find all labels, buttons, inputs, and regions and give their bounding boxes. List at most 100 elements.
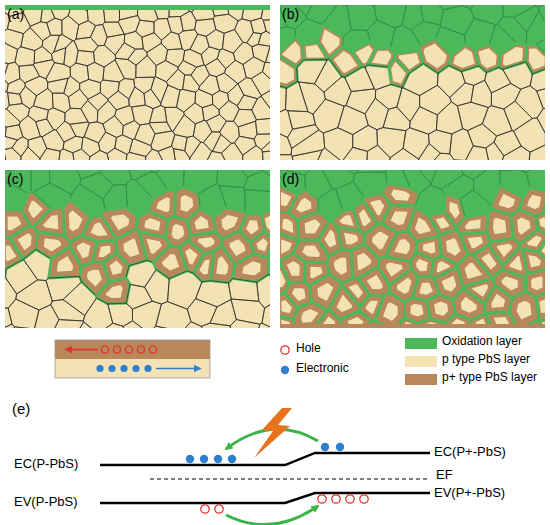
hole-symbol (149, 346, 156, 353)
grain-boundary (212, 134, 231, 153)
grain-core (391, 189, 410, 200)
grain-boundary (460, 232, 491, 255)
energy-level-label: EC(P-PbS) (14, 457, 78, 472)
grain-core (397, 278, 412, 294)
hole-symbol (332, 495, 340, 503)
grain-core (162, 254, 179, 270)
grain-boundary (497, 17, 527, 45)
grain-boundary (262, 151, 270, 160)
grain (173, 115, 195, 138)
grain-boundary (173, 149, 189, 160)
grain-boundary (178, 60, 196, 75)
grain-core (436, 217, 450, 229)
grain-boundary (437, 65, 465, 97)
grain-boundary (244, 170, 270, 192)
grain-boundary (432, 153, 455, 160)
grain-boundary (346, 89, 376, 114)
hole-symbol (360, 495, 368, 503)
grain-boundary (118, 16, 140, 35)
grain-boundary (96, 278, 130, 304)
grain (81, 100, 98, 123)
grain-boundary (184, 103, 204, 124)
grain-boundary (544, 192, 545, 213)
electron-symbol (108, 365, 115, 372)
hole-symbol (215, 505, 223, 513)
grain-boundary (136, 56, 156, 78)
grain-core (246, 220, 259, 234)
grain-boundary (262, 303, 270, 328)
inset-border (55, 340, 210, 378)
grain-core (281, 239, 292, 253)
p-plus-band (55, 340, 210, 359)
grain (367, 145, 390, 160)
grain-boundary (252, 96, 270, 120)
grain-boundary (537, 109, 545, 134)
grain-core (499, 194, 515, 209)
grain-core (194, 216, 208, 230)
grain-boundary (327, 249, 353, 283)
electron-symbol (200, 455, 208, 463)
grain-boundary (494, 130, 521, 155)
grain-core (301, 309, 318, 323)
grain (89, 150, 110, 160)
grain-boundary (83, 298, 112, 328)
hole-transfer-arrow (226, 506, 318, 525)
grain-boundary (107, 148, 127, 160)
grain-core (334, 258, 347, 275)
grain-boundary (486, 142, 504, 160)
grain-core (124, 238, 140, 257)
hole-symbol (318, 495, 326, 503)
grain-boundary (435, 26, 466, 55)
grain-core (465, 263, 483, 279)
bottom-layer (280, 324, 545, 328)
grain-boundary (5, 324, 14, 328)
grain-boundary (34, 305, 59, 328)
grain-boundary (420, 85, 452, 115)
grain-boundary (217, 170, 248, 188)
energy-level-label: EV(P+-PbS) (434, 486, 505, 501)
grain-boundary (70, 184, 104, 217)
grain-boundary (151, 77, 168, 103)
grain (83, 298, 112, 328)
grain-boundary (210, 246, 234, 283)
grain (342, 147, 367, 160)
grain (136, 56, 156, 78)
grain-core (281, 300, 291, 313)
grain-boundary (431, 256, 458, 278)
grain (201, 323, 230, 328)
grain (23, 249, 51, 280)
electron-symbol (321, 443, 329, 451)
grain-boundary (59, 149, 75, 160)
grain-boundary (285, 81, 307, 111)
grain-boundary (252, 44, 270, 62)
grain-boundary (382, 183, 420, 206)
grain-boundary (15, 47, 35, 66)
electron-symbol (214, 455, 222, 463)
grain-boundary (256, 118, 270, 134)
grain-boundary (201, 323, 230, 328)
grain-boundary (63, 282, 97, 316)
grain (126, 152, 146, 160)
grain-boundary (92, 240, 116, 262)
grain-boundary (5, 148, 21, 160)
grain-boundary (7, 79, 25, 95)
grain-boundary (84, 122, 106, 143)
grain-boundary (230, 320, 260, 328)
grain-core (527, 195, 541, 210)
grain-boundary (390, 25, 421, 53)
grain-boundary (261, 139, 270, 152)
grain-boundary (34, 46, 52, 63)
grain-core (419, 283, 433, 295)
grain-boundary (81, 100, 98, 123)
grain-boundary (156, 302, 191, 328)
grain-core (111, 214, 129, 230)
grain-boundary (98, 132, 116, 154)
grain-boundary (280, 5, 307, 29)
grain-core (383, 302, 398, 321)
grain-boundary (42, 35, 59, 54)
grain-boundary (21, 28, 43, 51)
grain-boundary (102, 323, 123, 328)
grain (102, 323, 123, 328)
grain-boundary (115, 135, 133, 154)
grain-boundary (21, 147, 40, 160)
